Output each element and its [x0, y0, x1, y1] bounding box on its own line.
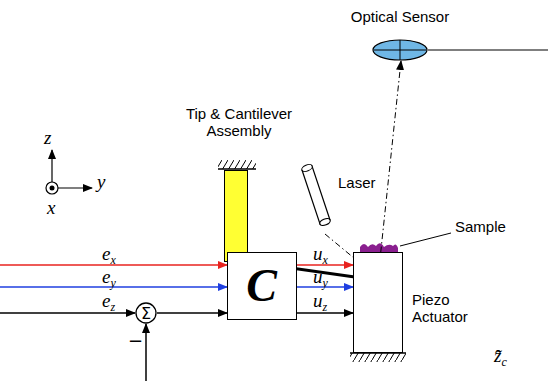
signal-name: ez — [102, 291, 115, 312]
cantilever-block: Tip & Cantilever Assembly — [224, 170, 248, 262]
summing-junction: Σ — [135, 302, 157, 324]
node-label: Optical Sensor — [351, 8, 449, 25]
controller-box: C — [227, 252, 297, 320]
laser: Laser — [296, 164, 332, 234]
node-label: C — [246, 259, 277, 312]
part-label: Sample — [455, 218, 506, 235]
piezo-actuator: Piezo Actuator — [353, 252, 403, 353]
signal-name: z̃̂c — [494, 346, 507, 367]
node-label: Piezo Actuator — [412, 291, 472, 325]
axis-label: y — [97, 172, 105, 193]
signal-name: uy — [313, 267, 328, 288]
optical-sensor: Optical Sensor — [372, 39, 428, 61]
base-hatch — [350, 353, 406, 362]
leader-line — [400, 233, 451, 246]
laser-outline — [296, 164, 332, 234]
signal-name: uz — [313, 291, 327, 312]
axis-label: x — [47, 198, 55, 219]
axes — [46, 150, 92, 194]
signal-line — [145, 324, 147, 381]
signal-name: ex — [102, 244, 116, 265]
sample — [360, 243, 398, 252]
sign-label: − — [128, 330, 143, 351]
mount-hatch — [218, 160, 256, 169]
optical-sensor-outline — [372, 39, 428, 61]
signal-name: ux — [313, 244, 328, 265]
sensor-line — [428, 49, 548, 50]
signal-arrow — [157, 312, 227, 314]
node-label: Tip & Cantilever Assembly — [184, 105, 294, 139]
node-label: Σ — [141, 304, 151, 323]
axis-label: z — [44, 128, 51, 149]
laser-beam — [325, 61, 401, 278]
node-label: Laser — [338, 174, 376, 191]
signal-name: ey — [102, 267, 116, 288]
